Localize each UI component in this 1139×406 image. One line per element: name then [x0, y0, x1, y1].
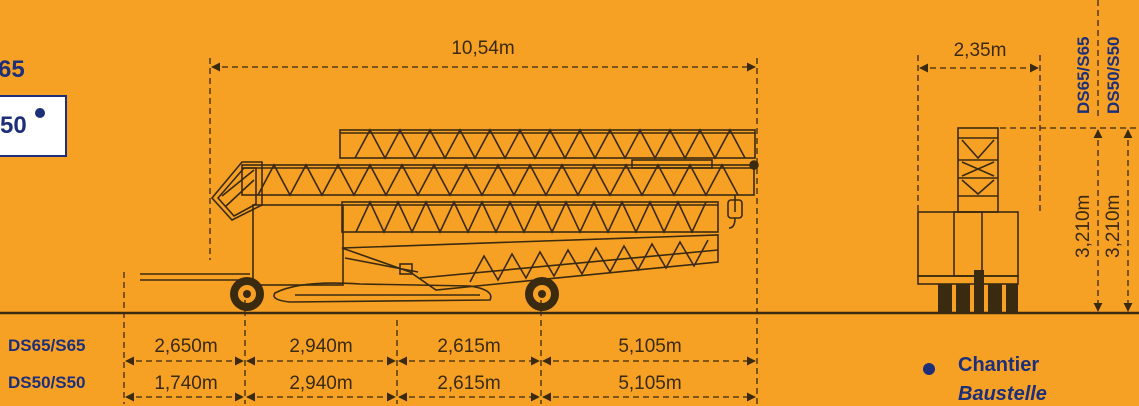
- row-b-model-label: DS50/S50: [8, 373, 86, 392]
- end-height-a-label: 3,210m: [1073, 195, 1094, 258]
- end-view-mast: [957, 127, 999, 213]
- model-a-label-fragment: 65: [0, 56, 25, 83]
- end-view-wheels: [938, 270, 1018, 313]
- side-dimension-lines: [123, 58, 758, 404]
- end-width-label: 2,35m: [954, 40, 1007, 61]
- wheel-rear: [525, 277, 559, 311]
- hook-block: [727, 195, 743, 229]
- jib-section-lower: [341, 200, 719, 234]
- row-b-dim-1: 1,740m: [154, 373, 217, 394]
- end-model-a-label: DS65/S65: [1074, 37, 1093, 115]
- row-b-dim-2: 2,940m: [289, 373, 352, 394]
- end-height-b-label: 3,210m: [1103, 195, 1124, 258]
- row-a-dim-3: 2,615m: [437, 336, 500, 357]
- row-a-dim-1: 2,650m: [154, 336, 217, 357]
- jib-tip-pivot: [749, 160, 759, 170]
- crane-end-view: [917, 127, 1019, 285]
- end-model-b-label: DS50/S50: [1104, 37, 1123, 115]
- counter-jib: [210, 161, 263, 221]
- model-b-label-fragment: 50: [0, 112, 27, 139]
- stabiliser-track: [273, 282, 492, 303]
- row-b-dim-3: 2,615m: [437, 373, 500, 394]
- crane-side-view: [140, 128, 759, 303]
- model-b-highlight-box: 50: [0, 95, 67, 157]
- jib-section-top: [339, 128, 756, 160]
- end-view-body: [917, 211, 1019, 277]
- legend-dot-icon: [923, 363, 935, 375]
- site-marker-dot: [35, 108, 45, 118]
- total-length-label: 10,54m: [451, 38, 514, 59]
- wheel-front: [230, 277, 264, 311]
- row-a-dim-2: 2,940m: [289, 336, 352, 357]
- end-dimension-lines: [917, 0, 1139, 312]
- row-a-dim-4: 5,105m: [618, 336, 681, 357]
- legend-label: Chantier: [958, 354, 1040, 376]
- jib-section-middle: [241, 159, 755, 197]
- row-b-dim-4: 5,105m: [618, 373, 681, 394]
- row-a-model-label: DS65/S65: [8, 336, 86, 355]
- chassis-body: [252, 204, 344, 286]
- legend-sublabel: Baustelle: [958, 383, 1047, 405]
- tower-inclined-section: [341, 234, 719, 291]
